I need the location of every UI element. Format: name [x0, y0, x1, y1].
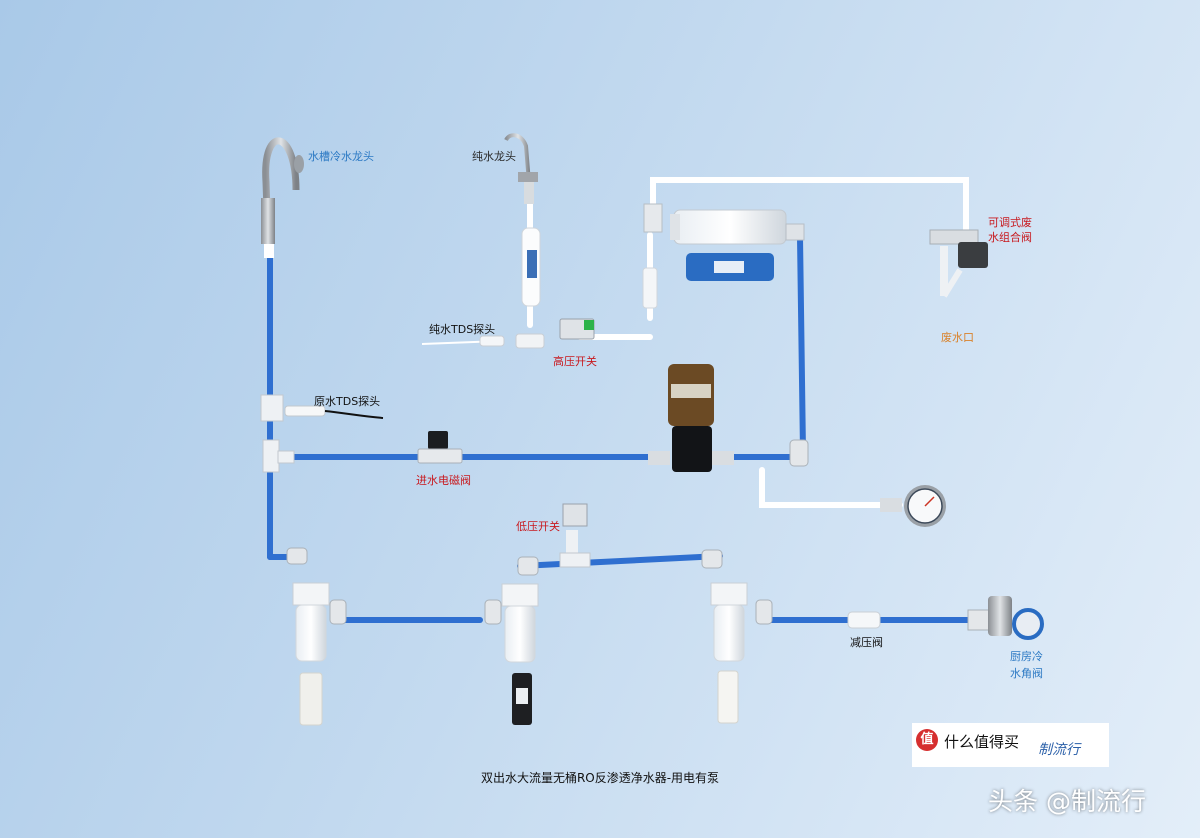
label-pure-faucet: 纯水龙头	[472, 150, 516, 163]
label-angle-valve-1: 厨房冷	[1010, 650, 1043, 663]
carbon-block-cartridge-icon	[512, 673, 532, 725]
label-inlet-solenoid: 进水电磁阀	[416, 474, 471, 487]
waste-valve-icon	[929, 229, 988, 298]
label-pure-tds: 纯水TDS探头	[429, 323, 496, 336]
high-pressure-switch-icon	[559, 318, 595, 340]
filter-housing-1-icon	[292, 582, 330, 662]
logo-box: 值 什么值得买 制流行	[912, 723, 1109, 767]
ro-membrane-icon	[686, 253, 774, 281]
label-waste-valve-2: 水组合阀	[988, 231, 1032, 244]
pressure-gauge-icon	[880, 485, 946, 527]
pipe-filter2-filter3	[517, 553, 723, 569]
blue-pipes	[267, 234, 973, 623]
label-pressure-reducer: 减压阀	[850, 636, 883, 649]
pp-cartridge-icon	[299, 672, 323, 726]
pipe-gauge	[759, 467, 903, 508]
inline-post-filter-icon	[521, 227, 541, 307]
inlet-solenoid-icon	[417, 431, 463, 464]
membrane-housing-icon	[643, 203, 805, 245]
white-pipes	[527, 177, 969, 508]
angle-valve-icon	[967, 596, 1044, 640]
label-high-pressure-switch: 高压开关	[553, 355, 597, 368]
pipe-waste-loop	[650, 177, 969, 235]
label-angle-valve-2: 水角阀	[1010, 667, 1043, 680]
filter-housing-3-icon	[710, 582, 748, 662]
pipe-membrane-right	[797, 234, 806, 455]
pure-faucet-icon	[504, 133, 538, 204]
pure-tds-probe-icon	[421, 333, 545, 349]
low-pressure-switch-icon	[559, 503, 591, 568]
watermark: 头条 @制流行	[988, 787, 1146, 816]
label-waste-outlet: 废水口	[941, 331, 974, 344]
label-low-pressure-switch: 低压开关	[516, 520, 560, 533]
logo-text: 什么值得买	[944, 733, 1020, 751]
filter-elbows	[286, 439, 809, 625]
label-raw-tds: 原水TDS探头	[314, 395, 381, 408]
sink-faucet-icon	[261, 137, 304, 258]
sediment-cartridge-icon	[717, 670, 739, 724]
check-valve-icon	[642, 267, 658, 309]
filter-housing-2-icon	[501, 583, 539, 663]
diagram-caption: 双出水大流量无桶RO反渗透净水器-用电有泵	[480, 771, 720, 785]
pump-icon	[648, 364, 734, 472]
main-tee-icon	[262, 439, 295, 473]
raw-tds-probe-icon	[260, 394, 384, 422]
logo-badge-icon: 值	[916, 729, 938, 751]
pressure-reducer-icon	[847, 611, 881, 629]
logo-signature: 制流行	[1038, 742, 1080, 758]
label-sink-faucet: 水槽冷水龙头	[308, 150, 374, 163]
label-waste-valve-1: 可调式废	[988, 216, 1032, 229]
